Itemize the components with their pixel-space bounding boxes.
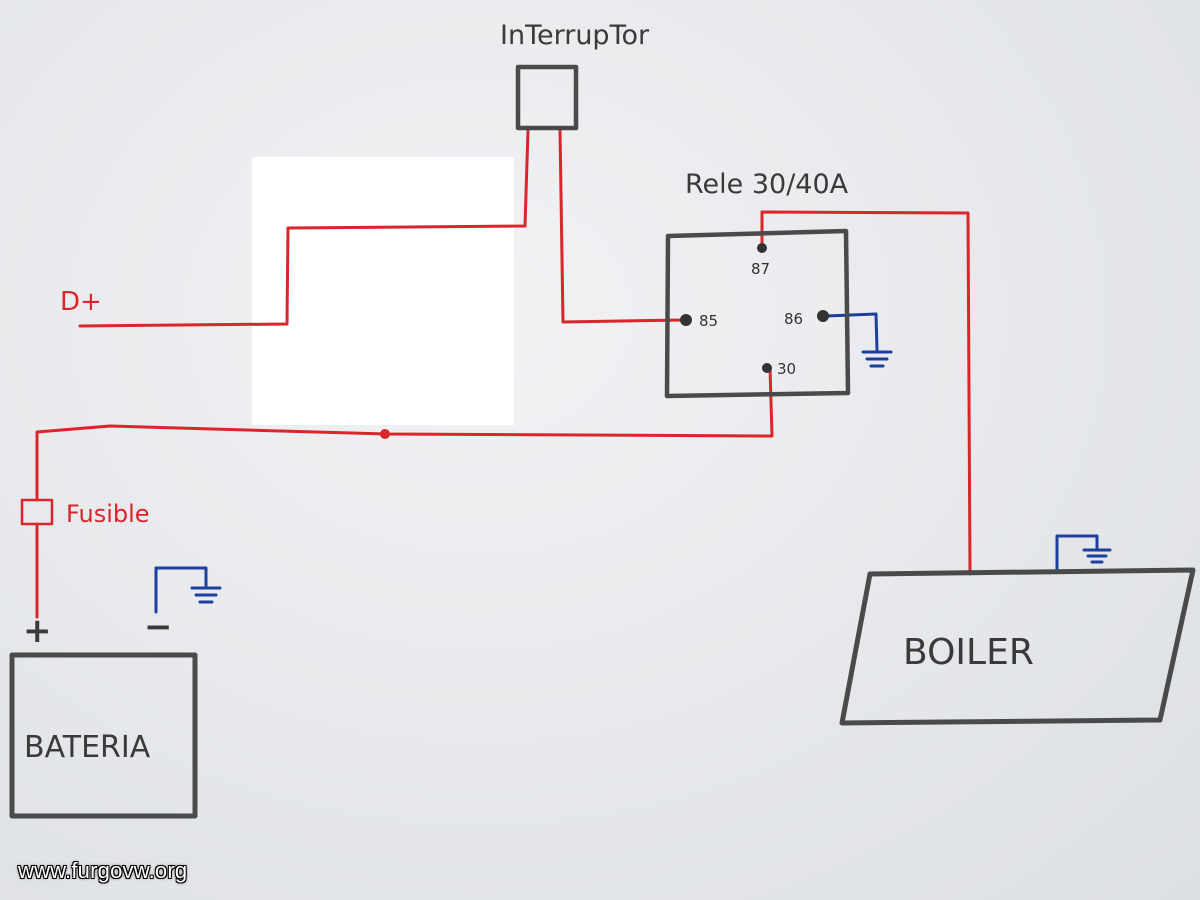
- boiler-label: BOILER: [903, 632, 1034, 673]
- terminal-85: [680, 314, 692, 326]
- relay-box: [664, 228, 851, 399]
- wire-junction-dot: [380, 429, 390, 439]
- boiler-box: [839, 567, 1196, 726]
- ground-wires: [154, 312, 1112, 614]
- relay-terminals: [680, 243, 829, 373]
- wire-relay-87-to-boiler: [760, 210, 972, 576]
- terminal-86: [817, 310, 829, 322]
- battery-label: BATERIA: [24, 730, 151, 765]
- pin-87-label: 87: [751, 260, 770, 278]
- watermark: www.furgovw.org: [18, 858, 188, 883]
- positive-wires: [35, 128, 972, 619]
- fuse-label: Fusible: [66, 500, 150, 528]
- pin-85-label: 85: [699, 312, 718, 330]
- battery-plus-label: +: [23, 611, 52, 651]
- wire-boiler-ground: [1055, 534, 1099, 572]
- pin-86-label: 86: [784, 310, 803, 328]
- terminal-30: [762, 363, 772, 373]
- battery-box: [9, 652, 198, 819]
- switch-label: InTerrupTor: [500, 20, 650, 51]
- wire-d-plus-to-switch: [78, 128, 530, 328]
- d-plus-label: D+: [60, 287, 102, 317]
- wire-relay-86-ground: [824, 312, 879, 352]
- relay-label: Rele 30/40A: [685, 169, 849, 200]
- blank-white-patch: [252, 157, 514, 425]
- switch-box: [515, 64, 579, 131]
- terminal-87: [757, 243, 767, 253]
- fuse-symbol: [20, 498, 54, 526]
- battery-minus-label: −: [144, 607, 173, 647]
- pin-30-label: 30: [777, 360, 796, 378]
- wire-battery-minus-ground: [154, 566, 208, 614]
- wire-fuse-to-relay-30: [35, 366, 774, 502]
- wire-switch-to-relay-85: [558, 128, 686, 324]
